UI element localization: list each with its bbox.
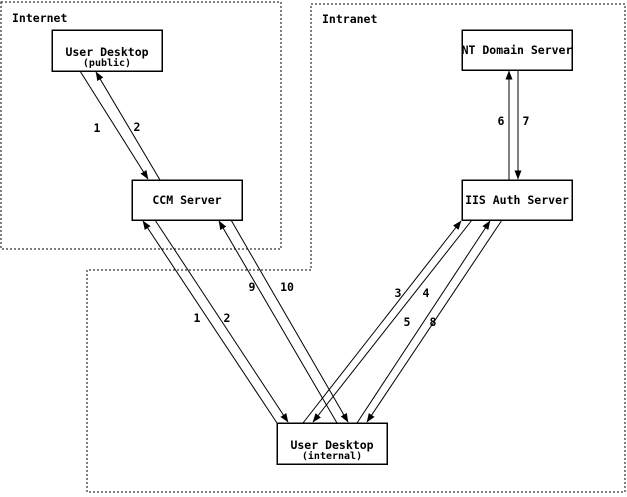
ccm-server-title: CCM Server: [152, 193, 221, 207]
arrow-ccm-server-to-user-desktop-public: [95, 71, 161, 181]
arrow-label-9: 9: [249, 280, 256, 294]
ccm-server-box: [131, 179, 243, 221]
arrow-label-8: 8: [430, 315, 437, 329]
nt-domain-server-box: [461, 29, 573, 71]
arrow-label-2: 2: [134, 120, 141, 134]
arrow-user-desktop-internal-to-ccm-server: [142, 220, 278, 424]
arrow-label-1: 1: [194, 311, 201, 325]
arrow-label-5: 5: [404, 315, 411, 329]
intranet-zone-boundary: [86, 3, 626, 493]
internet-zone-label: Internet: [12, 11, 67, 25]
arrow-label-2: 2: [224, 311, 231, 325]
user-desktop-public-title: User Desktop: [65, 45, 148, 59]
arrow-user-desktop-internal-to-iis-auth-server: [356, 220, 491, 424]
nt-domain-server-title: NT Domain Server: [462, 43, 573, 57]
user-desktop-internal-title: User Desktop: [290, 438, 373, 452]
arrow-iis-auth-server-to-user-desktop-internal: [312, 219, 473, 423]
user-desktop-internal-subtitle: (internal): [302, 450, 362, 462]
arrow-user-desktop-internal-to-ccm-server: [218, 220, 338, 424]
iis-auth-server-box: [461, 179, 573, 221]
arrow-iis-auth-server-to-user-desktop-internal: [366, 219, 503, 423]
arrow-label-4: 4: [423, 286, 430, 300]
arrow-label-6: 6: [498, 114, 505, 128]
intranet-zone-label: Intranet: [322, 12, 377, 26]
arrow-label-3: 3: [395, 286, 402, 300]
arrow-user-desktop-public-to-ccm-server: [79, 70, 149, 180]
user-desktop-public-subtitle: (public): [83, 57, 131, 69]
arrow-user-desktop-internal-to-iis-auth-server: [302, 220, 462, 424]
internet-zone-boundary: [0, 1, 282, 250]
iis-auth-server-title: IIS Auth Server: [465, 193, 569, 207]
arrow-label-10: 10: [280, 280, 294, 294]
arrow-label-7: 7: [523, 114, 530, 128]
user-desktop-internal-box: [276, 422, 388, 465]
arrow-ccm-server-to-user-desktop-internal: [154, 219, 289, 423]
user-desktop-public-box: [51, 29, 163, 72]
arrow-ccm-server-to-user-desktop-internal: [230, 219, 349, 423]
arrow-label-1: 1: [94, 121, 101, 135]
